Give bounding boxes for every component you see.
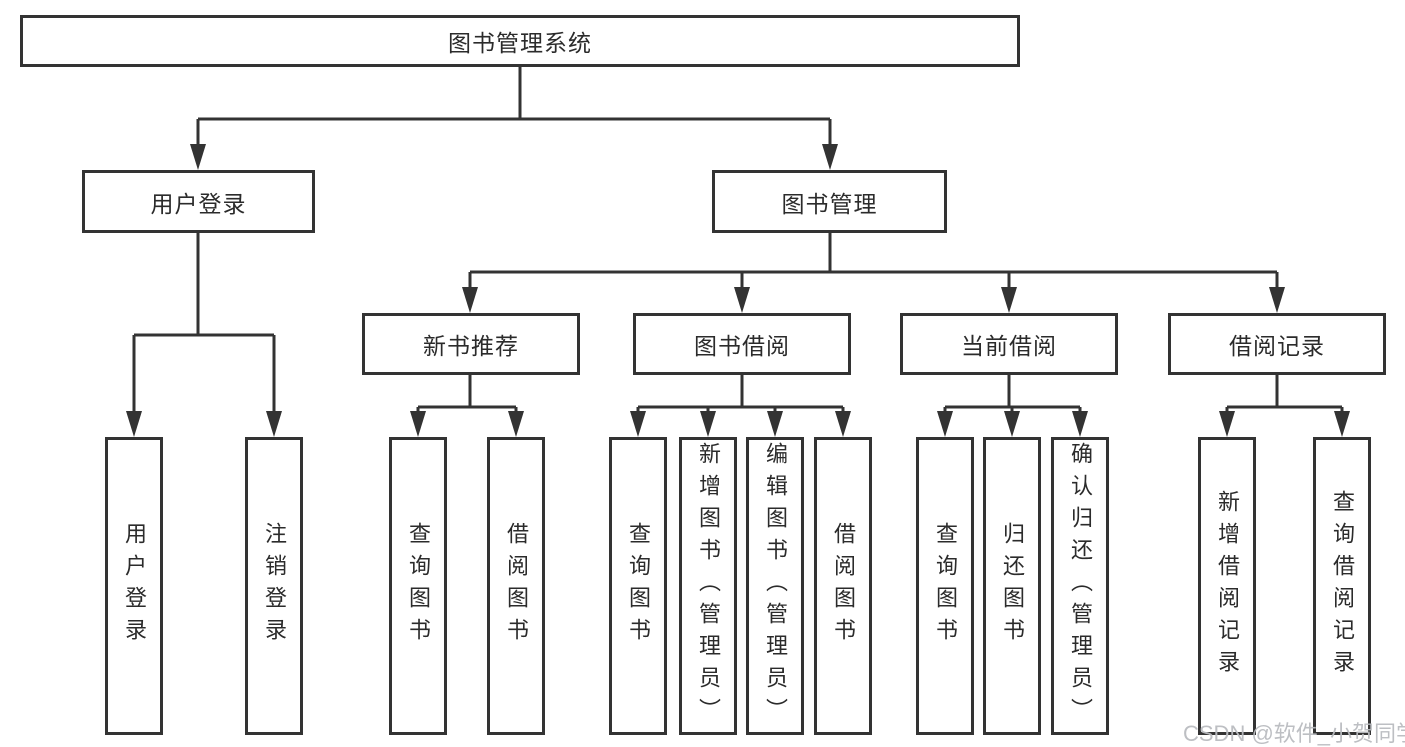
leaf-edit-books-admin-label: 编辑图书（管理员）	[763, 442, 788, 730]
leaf-add-books-admin-label: 新增图书（管理员）	[696, 442, 721, 730]
leaf-add-books-admin: 新增图书（管理员）	[679, 437, 737, 735]
leaf-current-query-books: 查询图书	[916, 437, 974, 735]
csdn-watermark: CSDN @软件_小贺同学	[1183, 721, 1405, 746]
leaf-borrowing-query-books: 查询图书	[609, 437, 667, 735]
node-new-book-recommend: 新书推荐	[362, 313, 580, 375]
leaf-recommend-query-books-label: 查询图书	[406, 522, 431, 650]
leaf-edit-books-admin: 编辑图书（管理员）	[746, 437, 804, 735]
leaf-borrowing-borrow-books-label: 借阅图书	[831, 522, 856, 650]
node-user-login-branch: 用户登录	[82, 170, 315, 233]
leaf-confirm-return-admin-label: 确认归还（管理员）	[1068, 442, 1093, 730]
leaf-borrowing-borrow-books: 借阅图书	[814, 437, 872, 735]
leaf-current-query-books-label: 查询图书	[933, 522, 958, 650]
leaf-return-books: 归还图书	[983, 437, 1041, 735]
leaf-borrowing-query-books-label: 查询图书	[626, 522, 651, 650]
leaf-user-login-label: 用户登录	[122, 522, 147, 650]
leaf-query-borrow-record-label: 查询借阅记录	[1330, 490, 1355, 682]
leaf-recommend-borrow-books-label: 借阅图书	[504, 522, 529, 650]
leaf-recommend-borrow-books: 借阅图书	[487, 437, 545, 735]
node-borrow-records: 借阅记录	[1168, 313, 1386, 375]
leaf-user-login: 用户登录	[105, 437, 163, 735]
leaf-add-borrow-record-label: 新增借阅记录	[1215, 490, 1240, 682]
leaf-recommend-query-books: 查询图书	[389, 437, 447, 735]
leaf-logout-login-label: 注销登录	[262, 522, 287, 650]
leaf-return-books-label: 归还图书	[1000, 522, 1025, 650]
node-book-borrowing: 图书借阅	[633, 313, 851, 375]
node-book-management: 图书管理	[712, 170, 947, 233]
node-library-system: 图书管理系统	[20, 15, 1020, 67]
leaf-confirm-return-admin: 确认归还（管理员）	[1051, 437, 1109, 735]
leaf-add-borrow-record: 新增借阅记录	[1198, 437, 1256, 735]
leaf-query-borrow-record: 查询借阅记录	[1313, 437, 1371, 735]
leaf-logout-login: 注销登录	[245, 437, 303, 735]
node-current-borrowing: 当前借阅	[900, 313, 1118, 375]
